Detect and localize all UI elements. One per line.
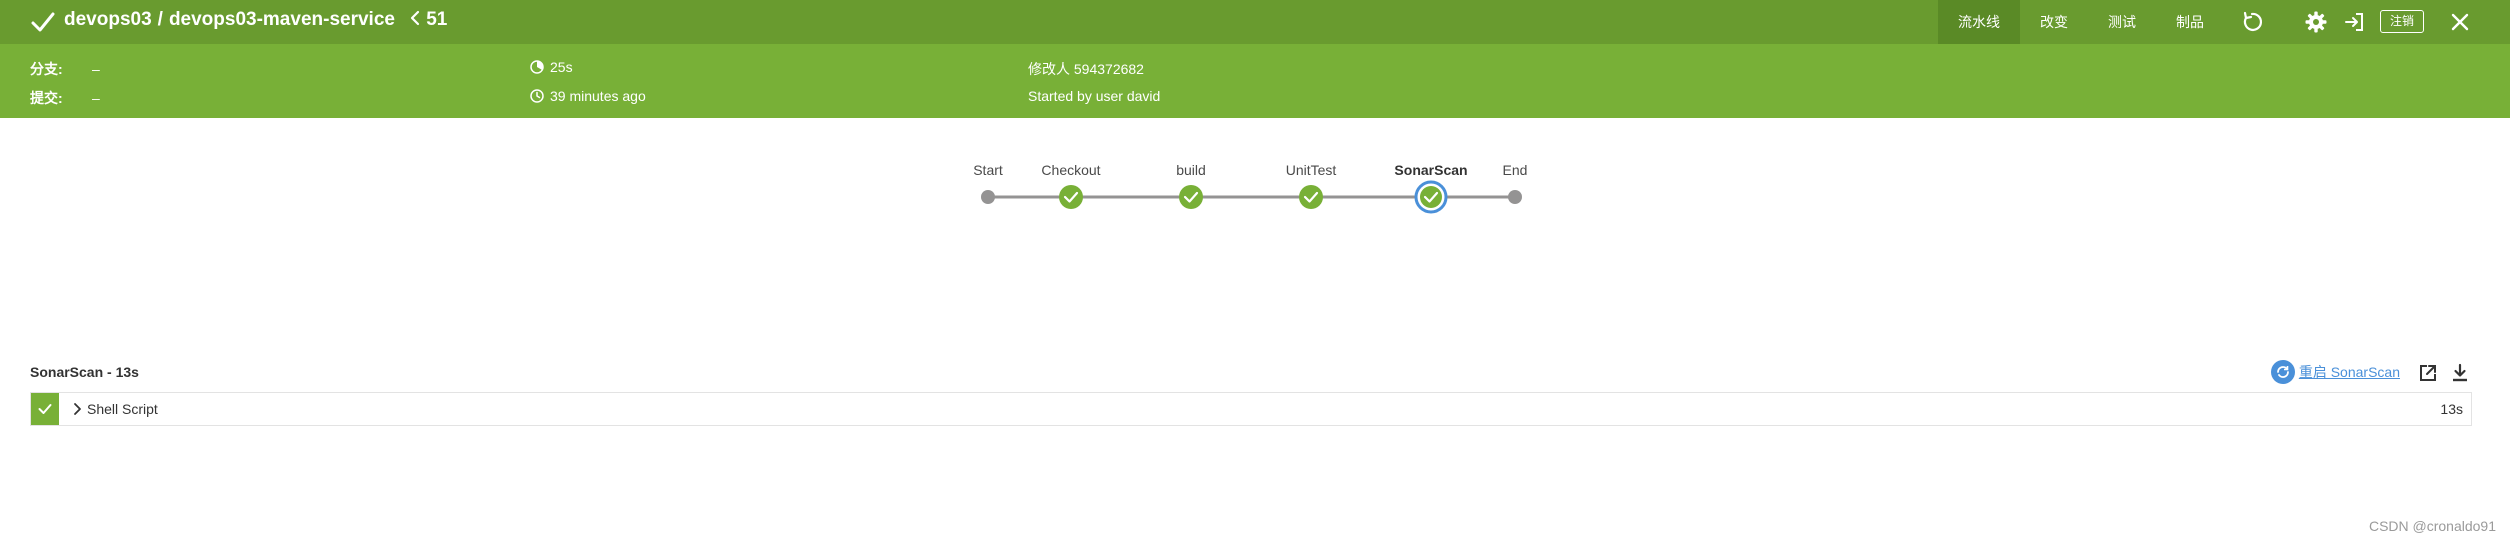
download-icon[interactable] [2450, 363, 2470, 383]
commit-value: – [92, 90, 100, 106]
restart-stage-label[interactable]: 重启 SonarScan [2298, 364, 2400, 380]
page-title: devops03/devops03-maven-service 51 [64, 9, 447, 31]
branch-row: 分支: – [30, 59, 100, 79]
duration-value: 25s [550, 59, 573, 75]
open-external-icon[interactable] [2418, 363, 2438, 383]
branch-label: 分支: [30, 61, 63, 77]
breadcrumb-pipeline[interactable]: devops03-maven-service [168, 9, 395, 30]
check-icon [31, 12, 55, 32]
time-row: 39 minutes ago [530, 88, 646, 104]
cause-text: Started by user david [1028, 88, 1161, 104]
watermark: CSDN @cronaldo91 [2368, 518, 2496, 534]
restart-stage-button[interactable]: 重启 SonarScan [2270, 360, 2400, 384]
top-bar: devops03/devops03-maven-service 51 流水线 改… [0, 0, 2510, 44]
run-number: 51 [426, 9, 448, 30]
tab-tests[interactable]: 测试 [2108, 14, 2136, 30]
stage-node-checkout[interactable] [1059, 185, 1083, 209]
time-ago-value: 39 minutes ago [550, 88, 646, 104]
stage-node-end [1508, 190, 1522, 204]
restart-icon [2270, 360, 2295, 384]
duration-row: 25s [530, 59, 573, 75]
close-icon[interactable] [2448, 10, 2472, 34]
chevron-left-icon[interactable] [408, 10, 422, 26]
pipeline-graph-svg [981, 180, 1522, 214]
chevron-right-icon[interactable] [69, 401, 85, 417]
stage-node-build[interactable] [1179, 185, 1203, 209]
logout-button[interactable]: 注销 [2380, 10, 2424, 33]
step-name: Shell Script [87, 401, 158, 417]
pipeline-graph: Start Checkout build UnitTest SonarScan … [0, 118, 2510, 278]
stage-label-unittest[interactable]: UnitTest [1285, 162, 1337, 178]
run-info-bar: 分支: – 提交: – 25s 39 minutes ago 修改人 5943726… [0, 44, 2510, 118]
step-duration: 13s [2440, 401, 2463, 417]
changes-text: 修改人 594372682 [1028, 61, 1144, 77]
commit-label: 提交: [30, 90, 63, 106]
branch-value: – [92, 61, 100, 77]
stage-detail-title: SonarScan - 13s [30, 364, 139, 380]
stage-label-sonarscan[interactable]: SonarScan [1394, 162, 1468, 178]
stage-label-start: Start [973, 162, 1003, 178]
clock-icon [530, 89, 544, 103]
commit-row: 提交: – [30, 88, 100, 108]
breadcrumb-separator: / [157, 9, 163, 30]
replay-icon[interactable] [2240, 10, 2264, 34]
check-icon [38, 404, 52, 414]
exit-icon[interactable] [2342, 10, 2366, 34]
tab-artifacts[interactable]: 制品 [2176, 14, 2204, 30]
stage-node-start [981, 190, 995, 204]
stage-node-unittest[interactable] [1299, 185, 1323, 209]
stage-label-end: End [1502, 162, 1528, 178]
step-status-success [31, 393, 59, 425]
stage-node-sonarscan[interactable] [1414, 180, 1448, 214]
stage-label-checkout[interactable]: Checkout [1041, 162, 1101, 178]
stopwatch-icon [530, 60, 544, 74]
tab-changes[interactable]: 改变 [2040, 14, 2068, 30]
gear-icon[interactable] [2304, 10, 2328, 34]
stage-label-build[interactable]: build [1176, 162, 1206, 178]
tab-pipeline[interactable]: 流水线 [1938, 0, 2020, 44]
breadcrumb-org[interactable]: devops03 [64, 9, 152, 30]
step-row-shell-script[interactable]: Shell Script 13s [30, 392, 2472, 426]
